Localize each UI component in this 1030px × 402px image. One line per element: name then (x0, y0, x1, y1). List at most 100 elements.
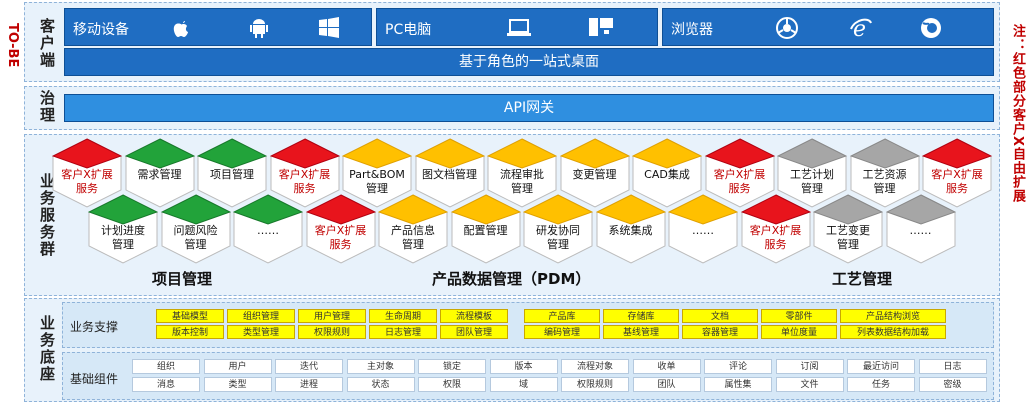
component-item[interactable]: 属性集 (704, 377, 772, 392)
governance-section-label: 治理 (38, 90, 56, 124)
component-item[interactable]: 最近访问 (847, 359, 915, 374)
support-item[interactable]: 编码管理 (524, 325, 600, 339)
service-hex[interactable]: 客户X扩展 服务 (305, 194, 376, 264)
service-hex[interactable]: 计划进度 管理 (88, 194, 158, 264)
component-item[interactable]: 进程 (275, 377, 343, 392)
support-item[interactable]: 流程模板 (440, 309, 508, 323)
service-hex[interactable]: 客户X扩展 服务 (704, 138, 775, 208)
client-group-mobile[interactable]: 移动设备 (64, 8, 372, 46)
support-item[interactable]: 产品结构浏览 (840, 309, 946, 323)
component-item[interactable]: 主对象 (346, 359, 415, 374)
service-hex-label: 客户X扩展 服务 (278, 168, 331, 195)
support-item[interactable]: 文档 (682, 309, 758, 323)
component-item[interactable]: 用户 (203, 359, 272, 374)
service-hex[interactable]: 客户X扩展 服务 (52, 138, 122, 208)
service-hex[interactable]: 图文档管理 (414, 138, 485, 208)
business-service-section-label: 业务服务群 (38, 172, 56, 258)
service-hex[interactable]: 需求管理 (124, 138, 195, 208)
service-hex[interactable]: 客户X扩展 服务 (269, 138, 340, 208)
support-item[interactable]: 权限规则 (298, 325, 366, 339)
support-item[interactable]: 日志管理 (369, 325, 437, 339)
support-item[interactable]: 团队管理 (440, 325, 508, 339)
group-title-pdm: 产品数据管理（PDM） (432, 270, 591, 288)
component-item[interactable]: 权限规则 (561, 377, 629, 392)
service-hex-label: 客户X扩展 服务 (749, 224, 802, 251)
apple-icon (167, 15, 195, 41)
support-item[interactable]: 单位度量 (761, 325, 837, 339)
component-item[interactable]: 订阅 (775, 359, 844, 374)
component-item[interactable]: 版本 (489, 359, 558, 374)
support-item[interactable]: 基线管理 (603, 325, 679, 339)
support-item[interactable]: 产品库 (524, 309, 600, 323)
component-item[interactable]: 密级 (918, 377, 987, 392)
service-hex-label: …… (692, 224, 714, 237)
service-hex[interactable]: …… (233, 194, 303, 264)
component-item[interactable]: 状态 (346, 377, 415, 392)
service-hex-label: 配置管理 (463, 224, 508, 237)
ie-icon: e (847, 15, 875, 41)
service-hex[interactable]: CAD集成 (632, 138, 702, 208)
component-item[interactable]: 文件 (775, 377, 844, 392)
service-hex[interactable]: 问题风险 管理 (160, 194, 231, 264)
client-group-label: PC电脑 (385, 22, 432, 38)
support-item[interactable]: 用户管理 (298, 309, 366, 323)
component-item[interactable]: 权限 (418, 377, 486, 392)
service-hex[interactable]: 系统集成 (595, 194, 666, 264)
service-hex[interactable]: 工艺变更 管理 (813, 194, 883, 264)
client-group-pc[interactable]: PC电脑 (376, 8, 658, 46)
component-item[interactable]: 锁定 (418, 359, 486, 374)
service-hex[interactable]: 客户X扩展 服务 (922, 138, 992, 208)
service-hex[interactable]: 工艺资源 管理 (849, 138, 920, 208)
chrome-icon (773, 15, 801, 41)
service-hex[interactable]: …… (885, 194, 956, 264)
support-item[interactable]: 版本控制 (156, 325, 224, 339)
component-item[interactable]: 域 (489, 377, 558, 392)
group-title-project: 项目管理 (152, 270, 213, 288)
service-hex[interactable]: 工艺计划 管理 (777, 138, 847, 208)
support-item[interactable]: 基础模型 (156, 309, 224, 323)
component-item[interactable]: 类型 (203, 377, 272, 392)
components-label: 基础组件 (70, 372, 119, 386)
firefox-icon (917, 15, 945, 41)
support-item[interactable]: 列表数据结构加载 (840, 325, 946, 339)
support-item[interactable]: 组织管理 (227, 309, 295, 323)
service-hex[interactable]: 研发协同 管理 (523, 194, 593, 264)
service-hex-label: 客户X扩展 服务 (314, 224, 367, 251)
desktop-icon (587, 15, 615, 41)
component-item[interactable]: 组织 (132, 359, 200, 374)
support-item[interactable]: 类型管理 (227, 325, 295, 339)
support-item[interactable]: 存储库 (603, 309, 679, 323)
component-item[interactable]: 团队 (632, 377, 701, 392)
service-hex-label: 产品信息 管理 (391, 224, 435, 251)
service-hex-label: 项目管理 (210, 168, 254, 181)
client-group-label: 浏览器 (671, 22, 713, 38)
service-hex-label: 计划进度 管理 (101, 224, 145, 251)
service-hex[interactable]: 客户X扩展 服务 (740, 194, 811, 264)
service-hex[interactable]: …… (668, 194, 738, 264)
service-hex[interactable]: 变更管理 (559, 138, 630, 208)
component-item[interactable]: 收单 (632, 359, 701, 374)
legend-note: 注：红色部分客户X自由扩展 (1010, 24, 1025, 204)
service-hex-label: 工艺资源 管理 (862, 168, 907, 195)
service-hex-label: 工艺计划 管理 (790, 168, 834, 195)
component-item[interactable]: 流程对象 (561, 359, 629, 374)
component-item[interactable]: 迭代 (275, 359, 343, 374)
client-group-browser[interactable]: 浏览器 e (662, 8, 994, 46)
service-hex-label: 问题风险 管理 (173, 224, 218, 251)
support-item[interactable]: 容器管理 (682, 325, 758, 339)
service-hex[interactable]: 项目管理 (197, 138, 267, 208)
service-hex[interactable]: Part&BOM 管理 (342, 138, 412, 208)
component-item[interactable]: 消息 (132, 377, 200, 392)
support-item[interactable]: 生命周期 (369, 309, 437, 323)
service-hex-label: 工艺变更 管理 (826, 224, 870, 251)
component-item[interactable]: 评论 (704, 359, 772, 374)
support-item[interactable]: 零部件 (761, 309, 837, 323)
service-hex[interactable]: 产品信息 管理 (378, 194, 448, 264)
api-gateway-bar[interactable]: API网关 (64, 94, 994, 122)
service-hex[interactable]: 配置管理 (450, 194, 521, 264)
component-item[interactable]: 任务 (847, 377, 915, 392)
service-hex[interactable]: 流程审批 管理 (487, 138, 557, 208)
service-hex-label: 需求管理 (137, 168, 182, 181)
role-desktop-bar[interactable]: 基于角色的一站式桌面 (64, 48, 994, 76)
component-item[interactable]: 日志 (918, 359, 987, 374)
